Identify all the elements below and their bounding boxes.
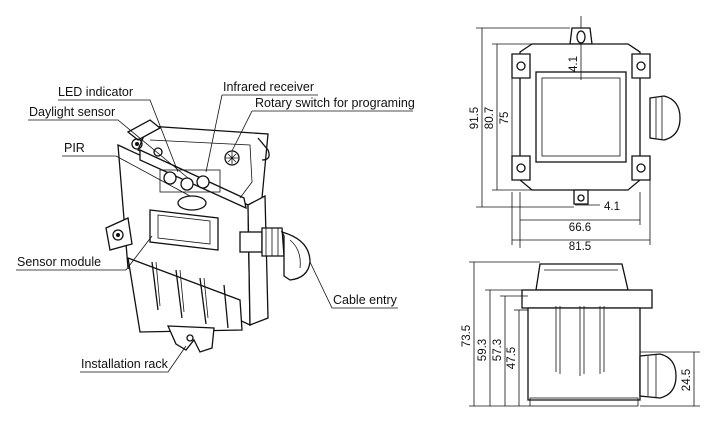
dim-57-3: 57.3: [492, 339, 504, 361]
dim-73-5: 73.5: [461, 325, 473, 347]
dim-66-6: 66.6: [569, 222, 591, 234]
label-led-indicator: LED indicator: [58, 85, 133, 99]
label-daylight-sensor: Daylight sensor: [29, 105, 115, 119]
label-installation-rack: Installation rack: [81, 357, 169, 371]
label-infrared-receiver: Infrared receiver: [223, 80, 314, 94]
dim-80-7: 80.7: [484, 107, 496, 129]
isometric-sensor-view: [105, 119, 311, 353]
dim-47-5: 47.5: [506, 347, 518, 369]
leader-lines: [16, 94, 413, 373]
dim-59-3: 59.3: [477, 339, 489, 361]
dim-81-5: 81.5: [569, 241, 591, 253]
cable-gland: [239, 227, 311, 281]
side-view-dim-text: 73.5 59.3 57.3 47.5 24.5: [461, 325, 693, 391]
label-sensor-module: Sensor module: [17, 255, 101, 269]
front-view: [511, 27, 681, 205]
front-view-dim-text: 91.5 80.7 75 4.1 4.1 66.6 81.5: [469, 56, 620, 253]
dim-4-1-top: 4.1: [568, 56, 580, 72]
front-view-dimensions: [476, 16, 651, 248]
callout-labels: LED indicator Infrared receiver Daylight…: [17, 80, 415, 371]
label-pir: PIR: [64, 141, 85, 155]
label-cable-entry: Cable entry: [333, 293, 398, 307]
dim-24-5: 24.5: [681, 369, 693, 391]
label-rotary-switch: Rotary switch for programing: [255, 96, 415, 110]
dim-75: 75: [499, 112, 511, 125]
dim-4-1-bottom: 4.1: [604, 201, 620, 213]
dim-91-5: 91.5: [469, 107, 481, 129]
side-view: [521, 263, 677, 407]
side-view-dimensions: [469, 261, 700, 407]
